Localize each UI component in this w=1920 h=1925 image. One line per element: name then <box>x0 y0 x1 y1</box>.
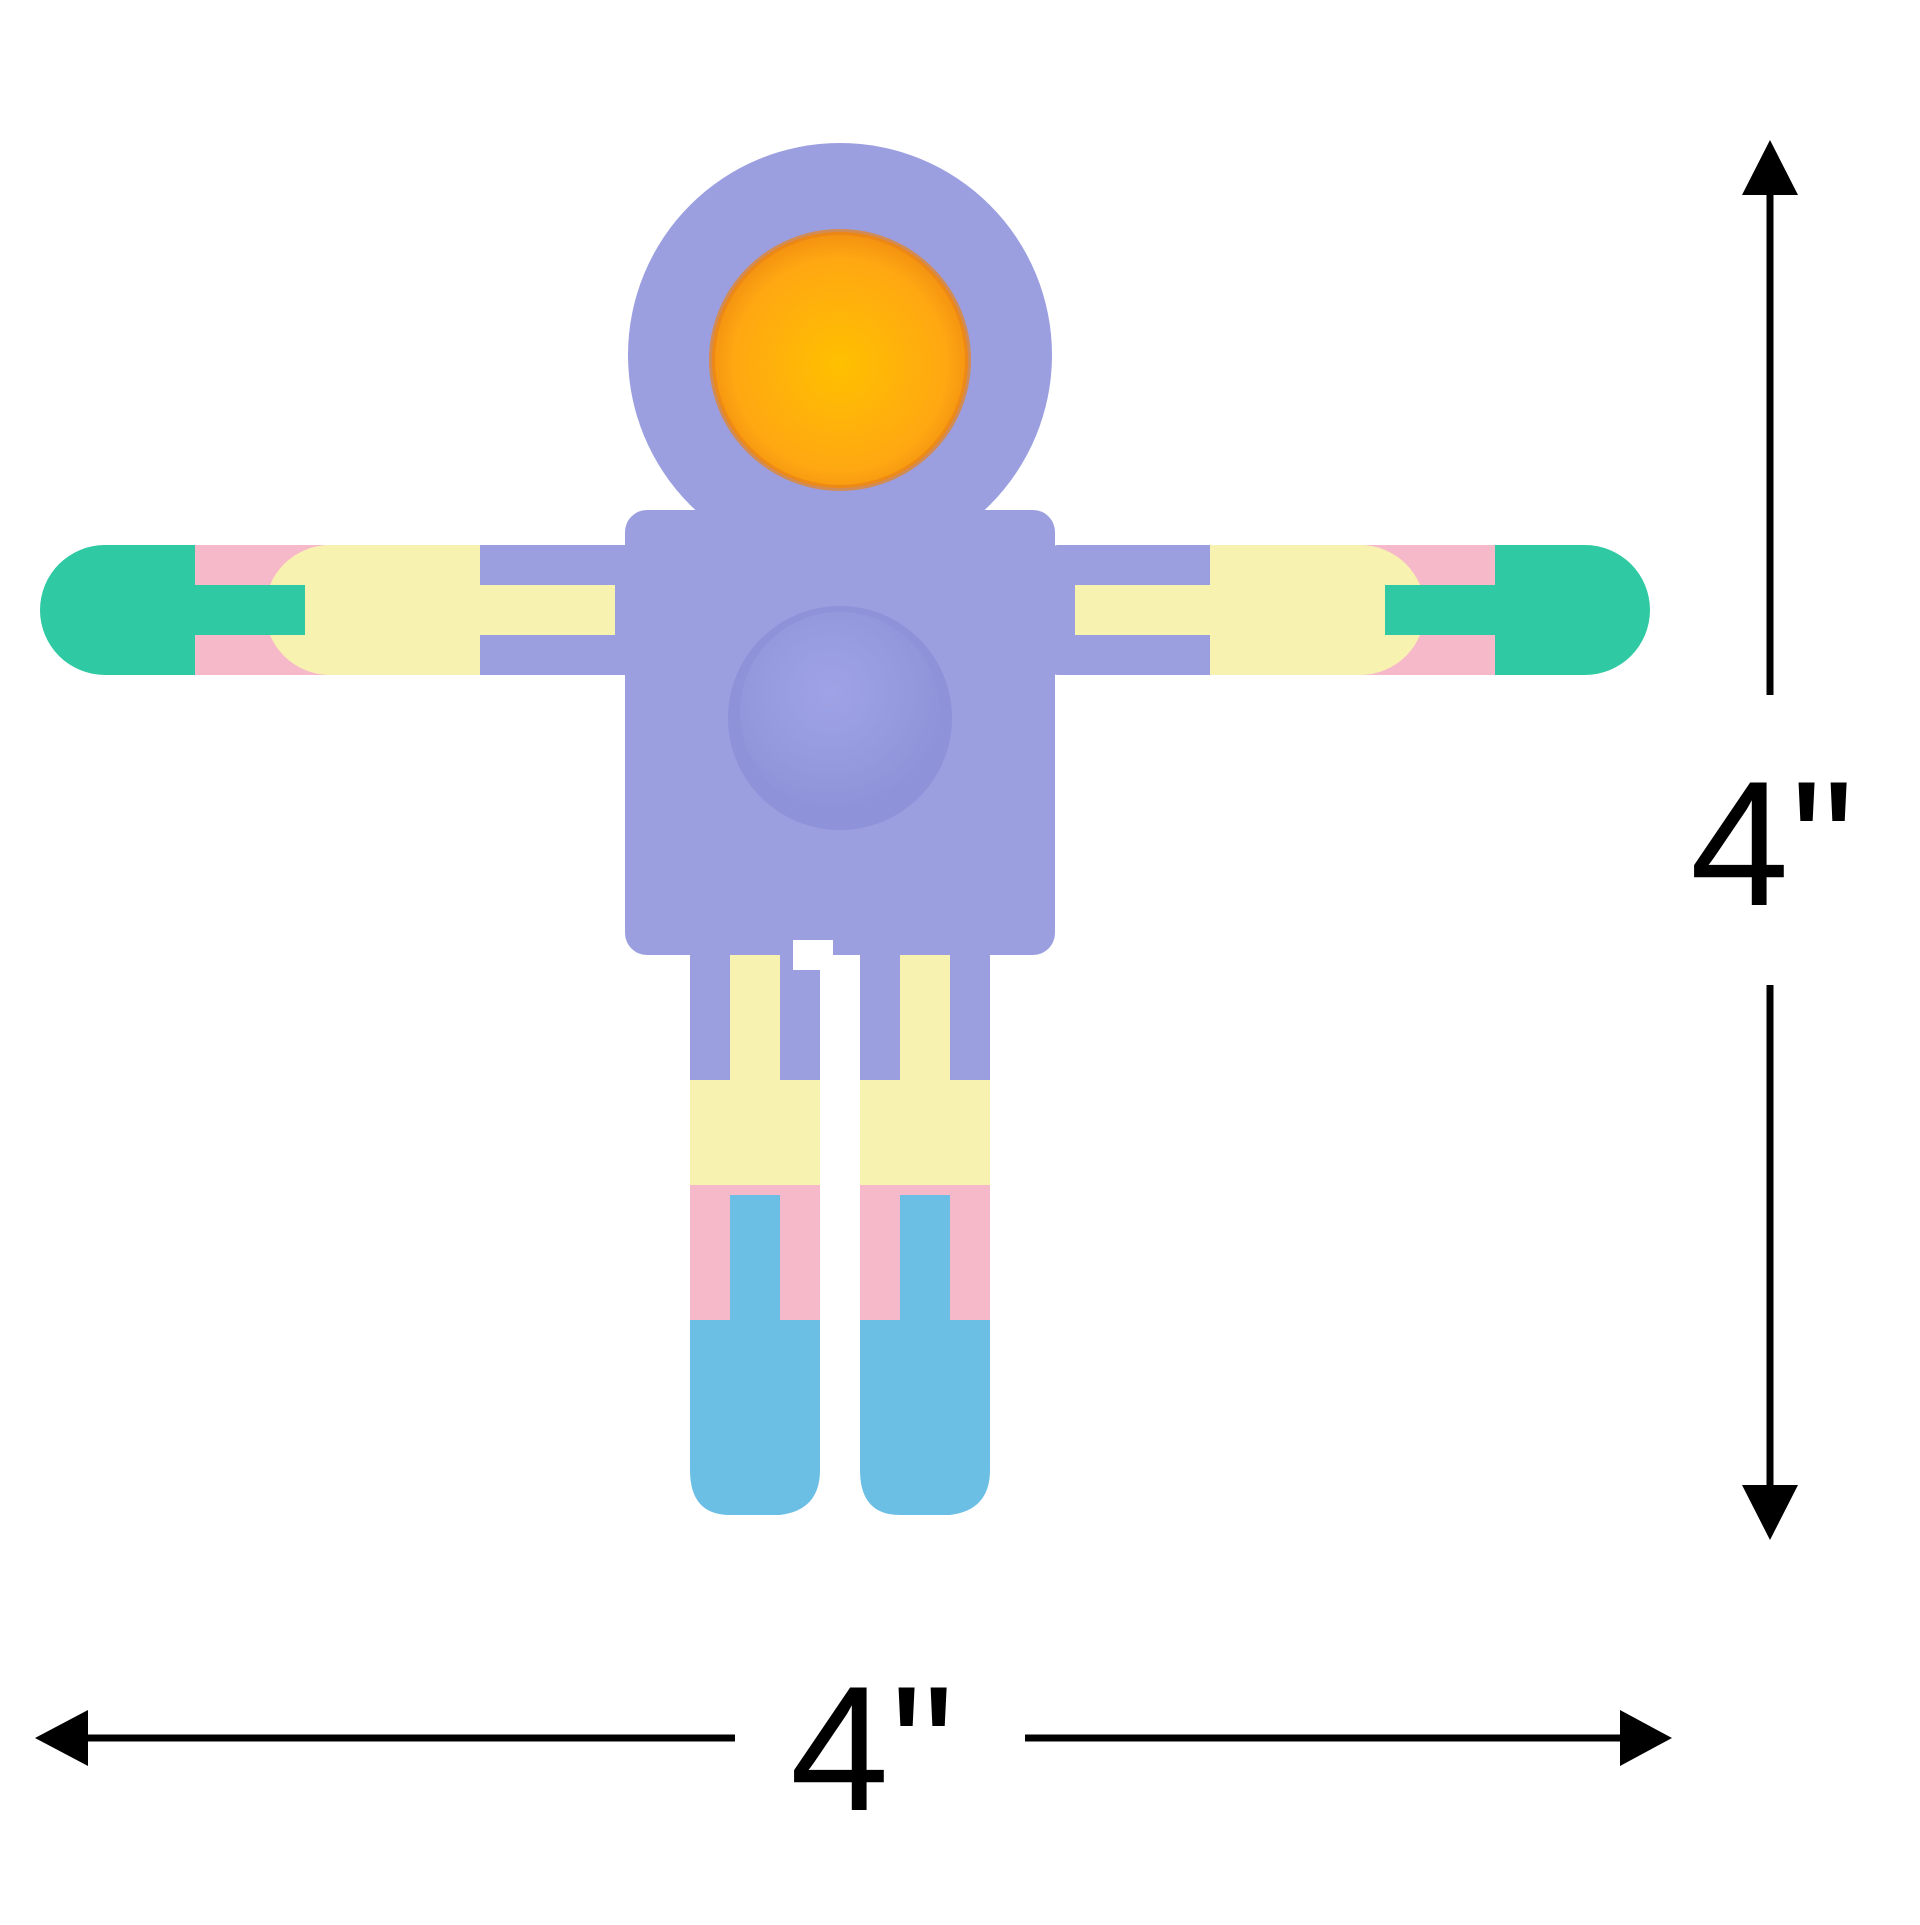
right-arm <box>1050 545 1650 675</box>
height-dimension-label: 4" <box>1690 744 1857 943</box>
height-dimension-arrow <box>1742 140 1798 1540</box>
pop-it-face <box>712 232 968 488</box>
left-arm <box>40 545 640 675</box>
width-dimension-arrow <box>35 1710 1672 1766</box>
torso <box>625 510 1055 970</box>
left-leg <box>690 940 820 1515</box>
width-dimension-label: 4" <box>790 1649 957 1848</box>
head <box>628 143 1052 567</box>
right-leg <box>860 940 990 1515</box>
